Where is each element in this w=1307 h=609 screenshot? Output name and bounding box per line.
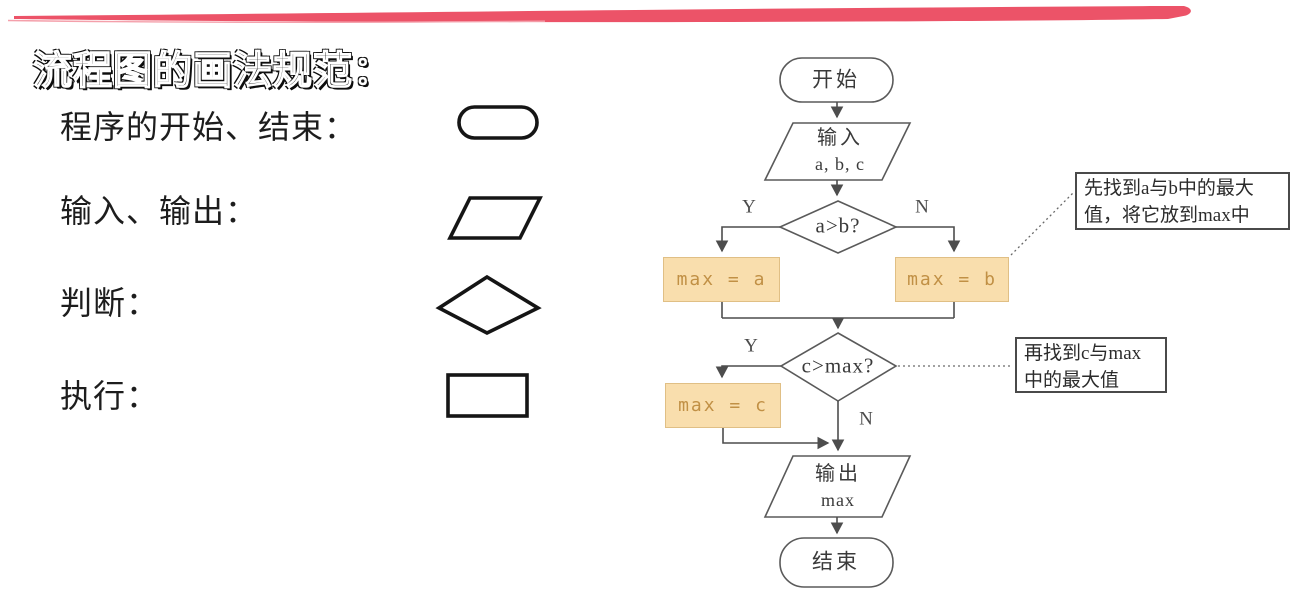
flow-input-line1: 输入 [816, 127, 863, 149]
callout-note2: 再找到c与max 中的最大值 [1015, 337, 1167, 393]
process-max-a: max = a [663, 257, 780, 302]
callout-note2-line2: 中的最大值 [1024, 370, 1120, 391]
flow-output-line2: max [821, 490, 855, 510]
process-max-c-label: max = c [678, 395, 768, 416]
flow-decision2-no-label: N [859, 408, 873, 430]
legend-label-decision: 判断： [60, 285, 160, 321]
legend-label-start-end: 程序的开始、结束： [60, 109, 358, 145]
callout-note2-line1: 再找到c与max [1024, 343, 1142, 364]
edge-maxc-rejoin [722, 428, 830, 450]
process-max-b-label: max = b [907, 269, 997, 290]
edge-decision2-yes [715, 365, 781, 379]
legend-label-input-output: 输入、输出： [60, 193, 259, 229]
page-title: 流程图的画法规范： [32, 49, 394, 93]
flow-decision1-label: a>b? [815, 213, 861, 238]
flow-output-line1: 输出 [815, 463, 861, 485]
legend-rectangle-shape [446, 373, 529, 418]
flow-decision1-no-label: N [915, 196, 929, 218]
callout-note1-line2: 值，将它放到max中 [1084, 205, 1250, 226]
flow-decision2-yes-label: Y [744, 335, 758, 357]
flow-output-label: 输出 max [815, 461, 861, 513]
flow-input-line2: a, b, c [815, 154, 865, 174]
flow-decision2-label: c>max? [801, 353, 875, 378]
flow-input-label: 输入 a, b, c [815, 125, 865, 177]
edge-decision1-no [896, 226, 961, 253]
legend-label-execute: 执行： [60, 378, 160, 414]
flow-end-label: 结束 [812, 549, 860, 574]
process-max-c: max = c [665, 383, 781, 428]
callout-note1: 先找到a与b中的最大 值，将它放到max中 [1075, 172, 1290, 230]
edge-decision1-yes [715, 226, 780, 253]
brush-stroke-decoration [14, 6, 1191, 23]
process-max-b: max = b [895, 257, 1009, 302]
brush-stroke-hairline [7, 19, 546, 23]
flow-start-label: 开始 [812, 67, 860, 92]
legend-parallelogram-shape [447, 196, 543, 240]
process-max-a-label: max = a [676, 269, 767, 290]
callout-note1-line1: 先找到a与b中的最大 [1084, 178, 1254, 199]
legend-diamond-shape [435, 274, 542, 336]
leader-note1 [1010, 192, 1074, 256]
legend-stadium-shape [457, 105, 539, 140]
flow-decision1-yes-label: Y [742, 196, 756, 218]
